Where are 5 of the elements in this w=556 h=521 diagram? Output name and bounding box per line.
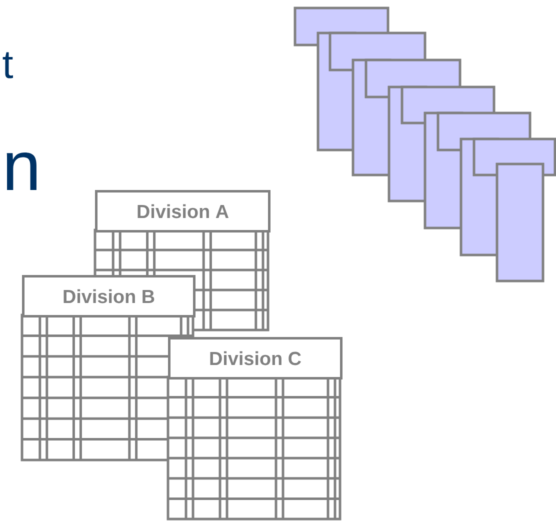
heading-text: t — [2, 52, 13, 78]
table-header: Division A — [95, 190, 270, 232]
heading-text: n — [6, 152, 36, 190]
table-header: Division B — [22, 275, 196, 318]
table-header: Division C — [168, 337, 342, 380]
